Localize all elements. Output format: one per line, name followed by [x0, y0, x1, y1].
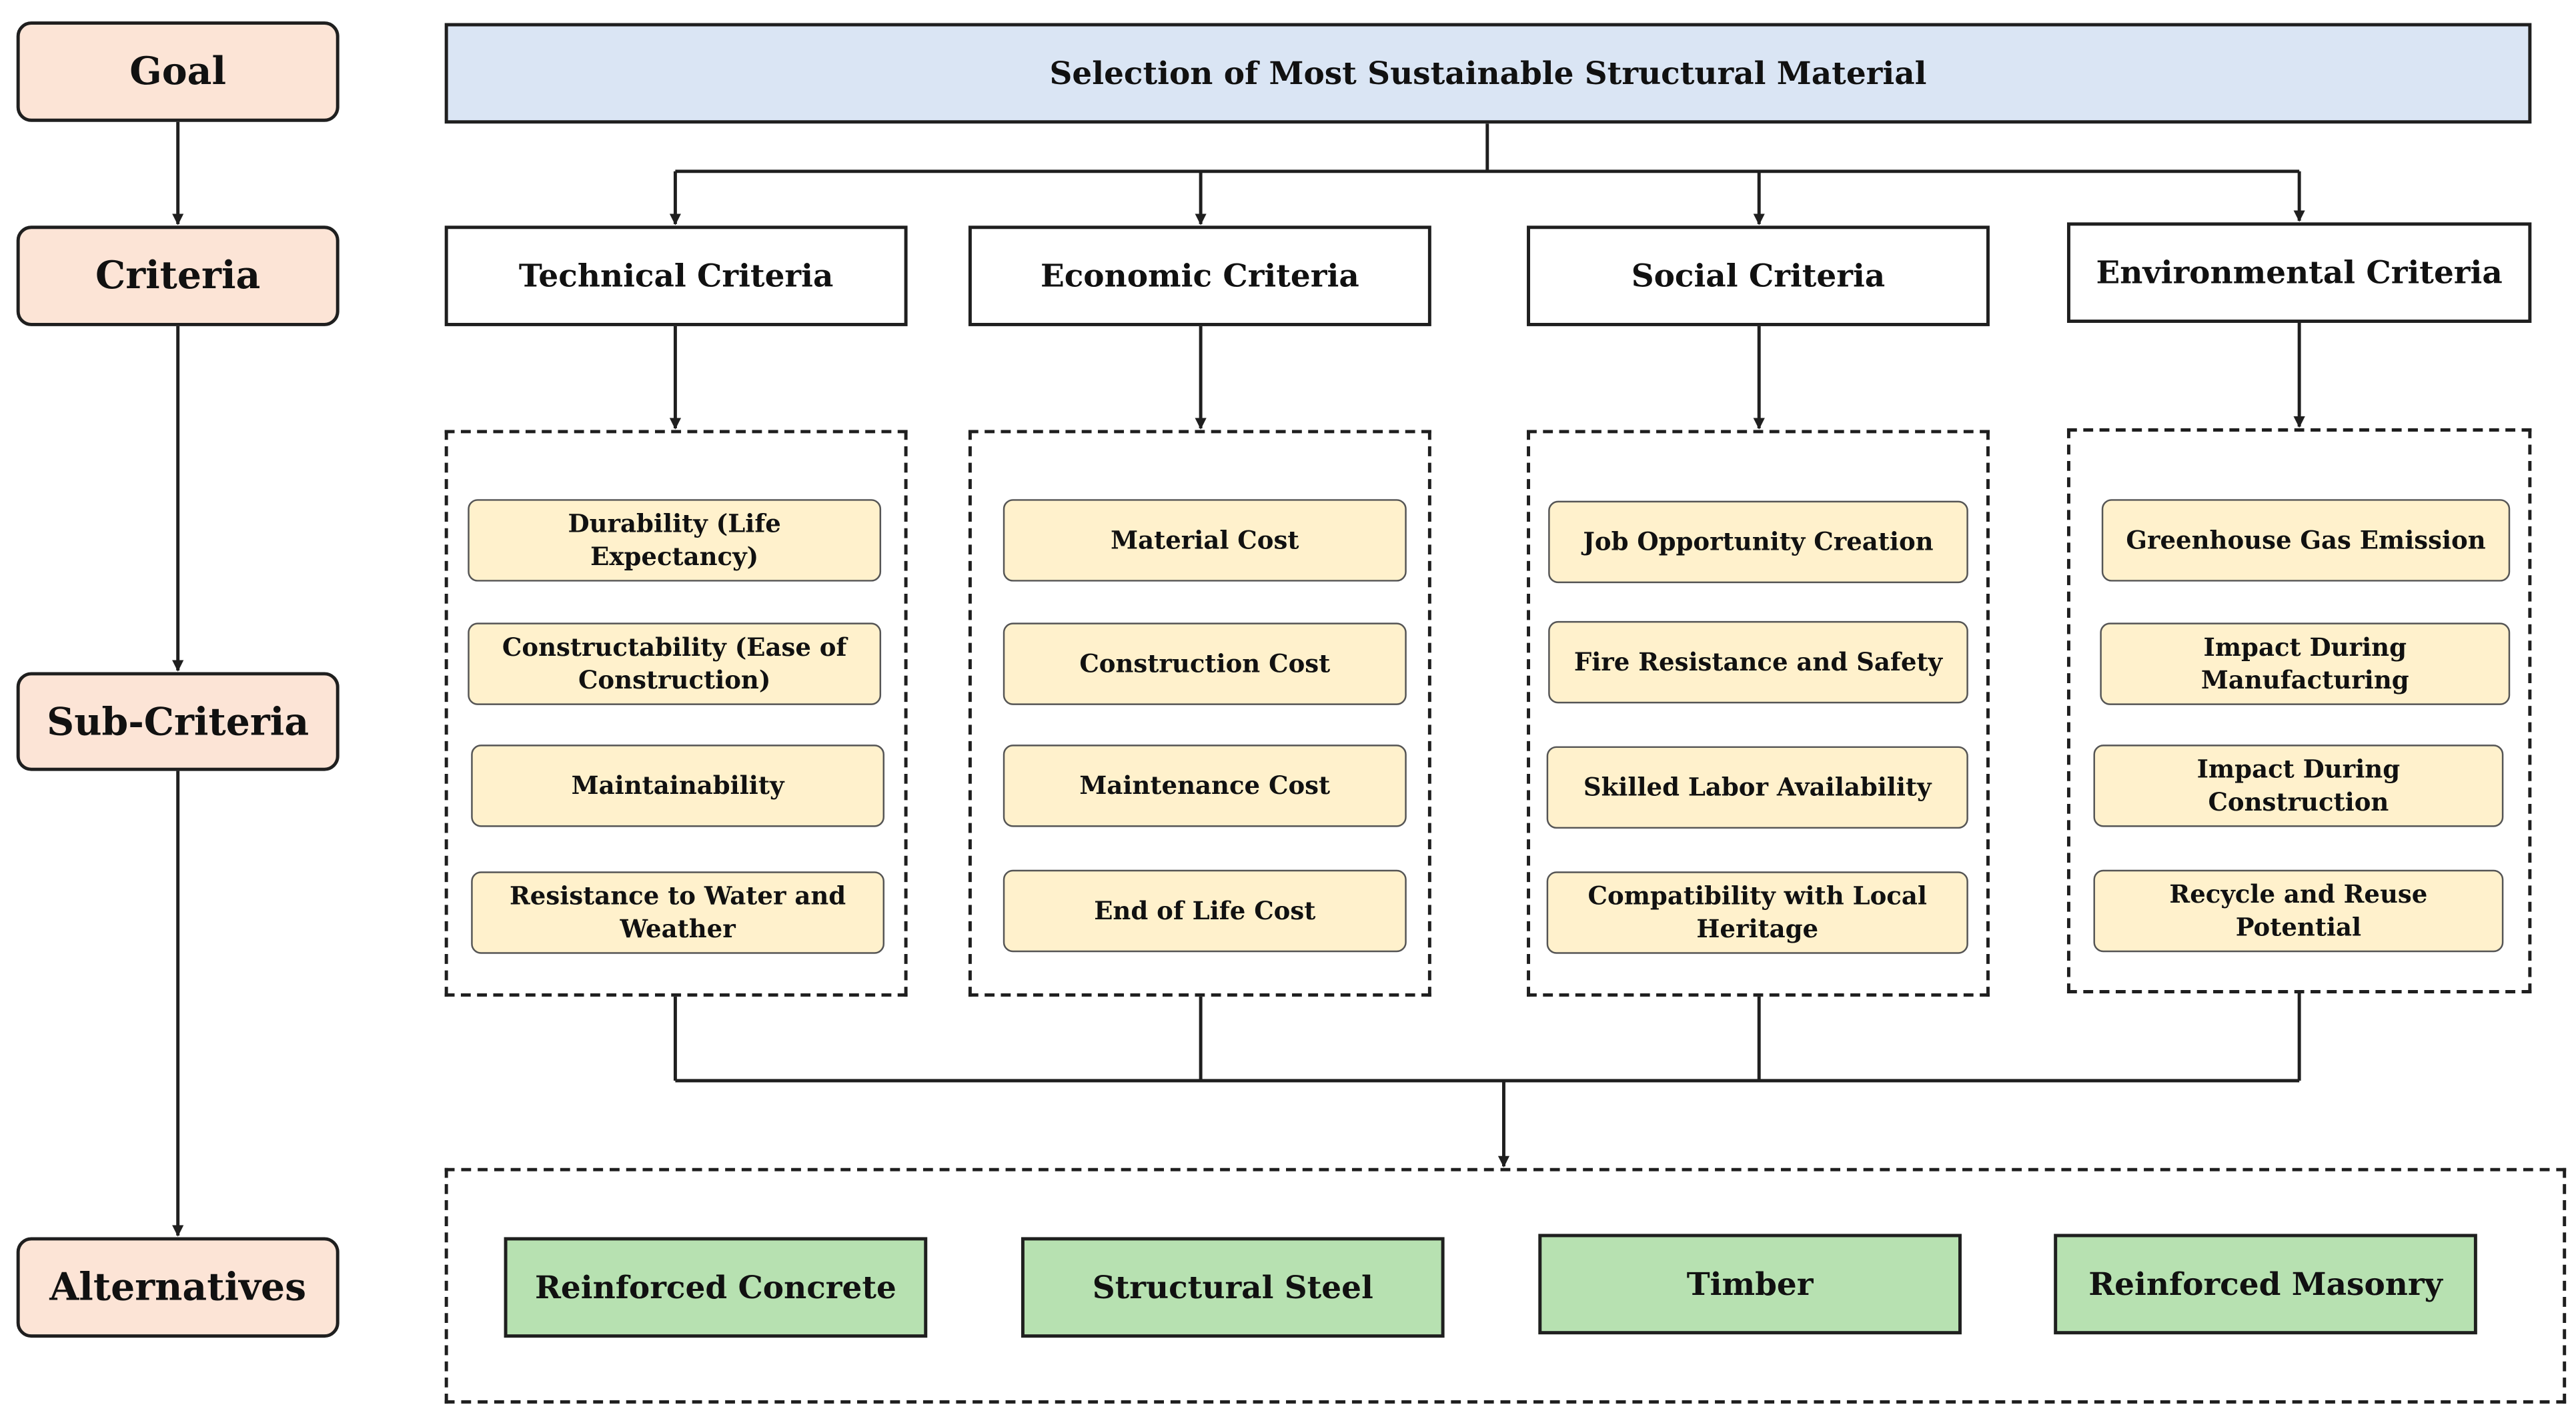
subcriterion-end-of-life-cost: End of Life Cost	[1003, 869, 1407, 953]
subcriterion-impact-manufacturing: Impact During Manufacturing	[2100, 622, 2511, 705]
subcriterion-label: Maintainability	[571, 771, 784, 801]
criterion-environmental-label: Environmental Criteria	[2096, 254, 2503, 291]
subcriterion-fire-resistance: Fire Resistance and Safety	[1548, 620, 1968, 704]
alternatives-group	[444, 1167, 2567, 1404]
subcriterion-label: Compatibility with Local Heritage	[1587, 881, 1927, 944]
criterion-economic: Economic Criteria	[968, 225, 1431, 326]
subcriterion-construction-cost: Construction Cost	[1003, 622, 1407, 705]
groups-merge-connector	[673, 993, 2301, 1083]
subcriterion-maintenance-cost: Maintenance Cost	[1003, 745, 1407, 827]
level-sub-criteria: Sub-Criteria	[16, 672, 340, 771]
subcriteria-group-environmental	[2066, 428, 2532, 993]
subcriterion-label: Fire Resistance and Safety	[1573, 647, 1943, 677]
criterion-social: Social Criteria	[1527, 225, 1990, 326]
subcriterion-label: Material Cost	[1111, 525, 1299, 555]
criterion-environmental: Environmental Criteria	[2066, 222, 2532, 323]
alternative-label: Structural Steel	[1092, 1269, 1373, 1306]
subcriterion-label: Maintenance Cost	[1079, 771, 1331, 801]
subcriteria-group-social	[1527, 430, 1990, 997]
criterion-economic-label: Economic Criteria	[1040, 258, 1359, 294]
subcriterion-material-cost: Material Cost	[1003, 499, 1407, 582]
subcriterion-label: Construction Cost	[1079, 648, 1331, 679]
level-goal: Goal	[16, 21, 340, 122]
alternative-reinforced-masonry: Reinforced Masonry	[2054, 1234, 2477, 1335]
level-sub-criteria-label: Sub-Criteria	[47, 699, 309, 744]
subcriterion-label: Resistance to Water and Weather	[510, 881, 846, 944]
subcriterion-label: Durability (Life Expectancy)	[568, 508, 781, 572]
subcriterion-constructability: Constructability (Ease of Construction)	[468, 622, 882, 705]
goal-connector-trunk	[675, 123, 2300, 173]
subcriterion-label: Impact During Manufacturing	[2200, 632, 2409, 696]
level-criteria: Criteria	[16, 225, 340, 326]
alternative-timber: Timber	[1538, 1234, 1962, 1335]
alternative-label: Reinforced Masonry	[2088, 1266, 2443, 1302]
subcriterion-durability: Durability (Life Expectancy)	[468, 499, 882, 582]
subcriterion-local-heritage: Compatibility with Local Heritage	[1546, 871, 1968, 954]
subcriterion-label: Job Opportunity Creation	[1583, 526, 1934, 557]
subcriterion-water-weather-resistance: Resistance to Water and Weather	[471, 871, 885, 954]
level-alternatives-label: Alternatives	[49, 1265, 307, 1310]
criterion-technical: Technical Criteria	[444, 225, 908, 326]
subcriterion-label: Impact During Construction	[2196, 754, 2401, 817]
subcriterion-label: Greenhouse Gas Emission	[2126, 525, 2486, 555]
subcriterion-recycle-reuse: Recycle and Reuse Potential	[2093, 869, 2504, 953]
subcriterion-impact-construction: Impact During Construction	[2093, 745, 2504, 827]
alternative-reinforced-concrete: Reinforced Concrete	[504, 1237, 928, 1338]
subcriterion-label: Skilled Labor Availability	[1583, 772, 1932, 803]
subcriterion-label: Constructability (Ease of Construction)	[502, 632, 847, 696]
subcriterion-job-opportunity: Job Opportunity Creation	[1548, 500, 1968, 584]
subcriterion-greenhouse-gas: Greenhouse Gas Emission	[2101, 499, 2511, 582]
subcriteria-group-economic	[968, 430, 1431, 997]
level-criteria-label: Criteria	[95, 254, 261, 298]
subcriterion-maintainability: Maintainability	[471, 745, 885, 827]
level-alternatives: Alternatives	[16, 1237, 340, 1338]
subcriterion-skilled-labor: Skilled Labor Availability	[1546, 746, 1968, 829]
criterion-social-label: Social Criteria	[1631, 258, 1886, 294]
alternative-label: Reinforced Concrete	[534, 1269, 896, 1306]
goal-label: Selection of Most Sustainable Structural…	[1049, 55, 1927, 92]
subcriteria-group-technical	[444, 430, 908, 997]
alternative-label: Timber	[1686, 1266, 1814, 1302]
goal-box: Selection of Most Sustainable Structural…	[444, 23, 2532, 124]
subcriterion-label: Recycle and Reuse Potential	[2169, 879, 2428, 943]
alternative-structural-steel: Structural Steel	[1021, 1237, 1445, 1338]
criterion-technical-label: Technical Criteria	[518, 258, 834, 294]
level-goal-label: Goal	[129, 49, 227, 94]
subcriterion-label: End of Life Cost	[1094, 895, 1316, 926]
